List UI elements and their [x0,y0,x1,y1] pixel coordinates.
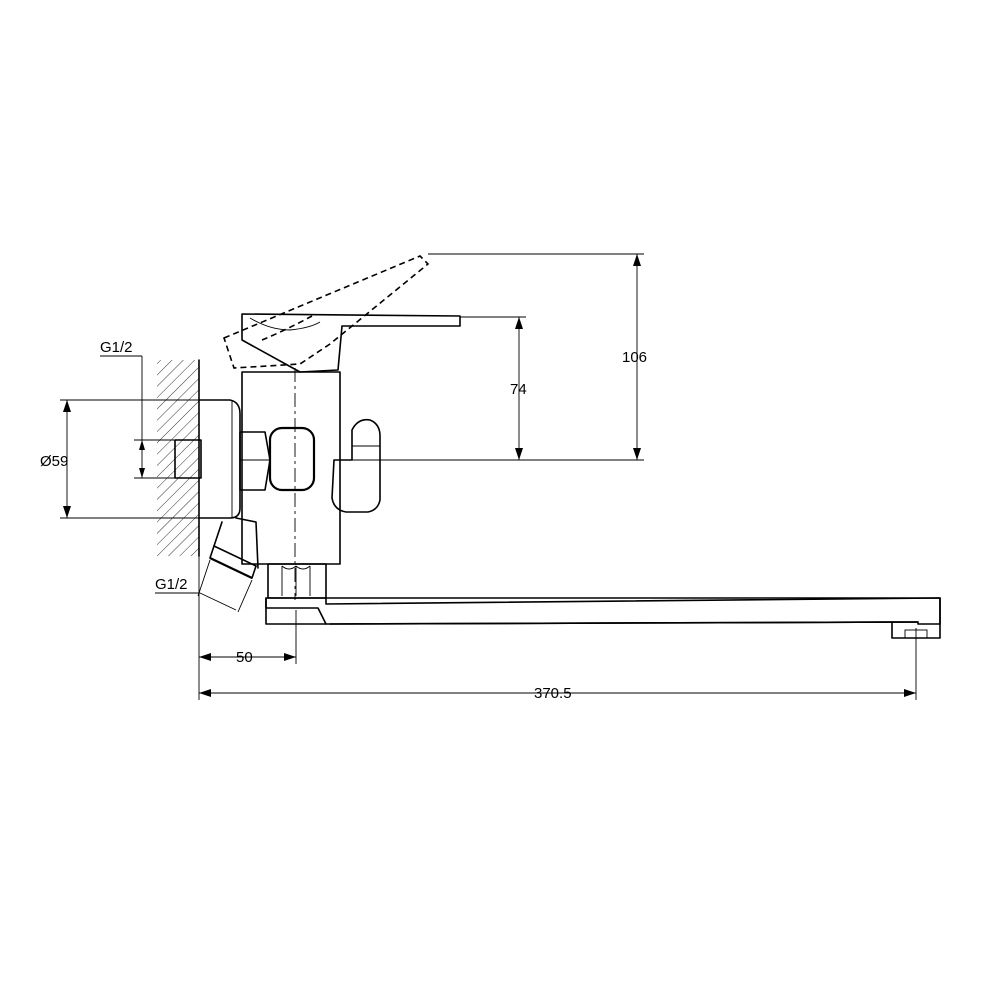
dim-label-50: 50 [236,649,253,666]
bottom-outlet [209,517,259,579]
dimension-50: 50 [198,556,297,700]
dimension-370-5: 370.5 [199,628,917,702]
dimension-thread-bottom: G1/2 [155,559,253,613]
handle [241,313,461,373]
dim-label-thread-top: G1/2 [100,339,133,356]
spout-connection-nut [267,563,327,599]
dimension-diameter-59: Ø59 [40,399,226,519]
mixer-body [239,368,381,600]
dim-label-106: 106 [622,349,647,366]
dimension-106: 106 [338,253,647,461]
spout [265,597,941,639]
dim-label-370-5: 370.5 [534,685,572,702]
dimension-74: 74 [460,316,527,460]
dim-label-diameter-59: Ø59 [40,453,68,470]
wall-section [157,359,200,557]
dim-label-thread-bottom: G1/2 [155,576,188,593]
handle-raised-outline [223,255,430,369]
dim-label-74: 74 [510,381,527,398]
dimension-thread-top: G1/2 [100,339,176,479]
